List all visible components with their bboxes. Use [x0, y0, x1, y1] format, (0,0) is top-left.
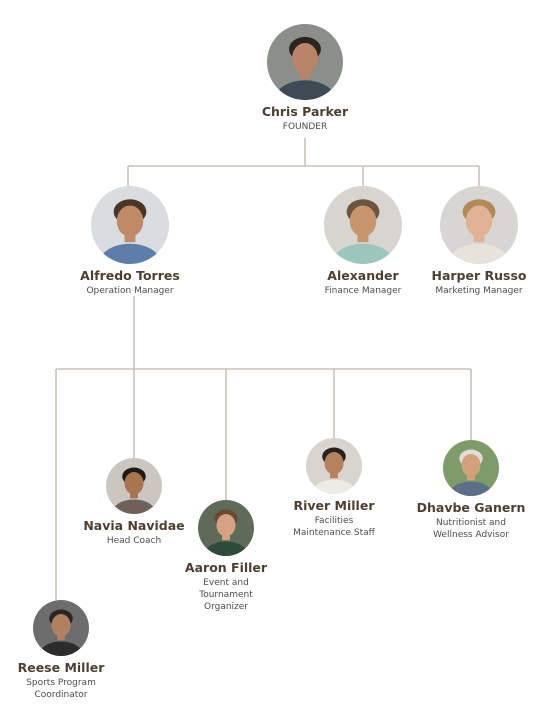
manager-name: Alexander: [327, 268, 399, 283]
org-node-river-miller[interactable]: River Miller Facilities Maintenance Staf…: [259, 438, 409, 539]
founder-name: Chris Parker: [261, 104, 349, 119]
org-node-navia-navidae[interactable]: Navia Navidae Head Coach: [59, 458, 209, 547]
navia-navidae-photo-icon: [106, 458, 162, 514]
connector-operations-to-staff: [55, 296, 472, 600]
manager-role: Finance Manager: [324, 286, 402, 296]
staff-name: Reese Miller: [17, 660, 105, 675]
org-node-marketing-manager[interactable]: Harper Russo Marketing Manager: [404, 186, 541, 297]
dhavbe-ganern-photo-icon: [443, 440, 499, 496]
river-miller-photo-icon: [306, 438, 362, 494]
staff-role: Nutritionist and Wellness Advisor: [433, 518, 509, 540]
staff-name: River Miller: [293, 498, 375, 513]
harper-russo-photo-icon: [440, 186, 518, 264]
staff-name: Navia Navidae: [83, 518, 185, 533]
connector-founder-to-managers: [127, 138, 480, 186]
aaron-filler-photo-icon: [198, 500, 254, 556]
org-node-dhavbe-ganern[interactable]: Dhavbe Ganern Nutritionist and Wellness …: [396, 440, 541, 541]
alexander-photo-icon: [324, 186, 402, 264]
manager-role: Operation Manager: [86, 286, 174, 296]
founder-role: FOUNDER: [282, 122, 328, 132]
manager-name: Harper Russo: [431, 268, 527, 283]
org-node-finance-manager[interactable]: Alexander Finance Manager: [288, 186, 438, 297]
staff-name: Aaron Filler: [184, 560, 268, 575]
org-node-reese-miller[interactable]: Reese Miller Sports Program Coordinator: [0, 600, 136, 701]
manager-name: Alfredo Torres: [80, 268, 180, 283]
org-node-aaron-filler[interactable]: Aaron Filler Event and Tournament Organi…: [151, 500, 301, 613]
staff-name: Dhavbe Ganern: [416, 500, 526, 515]
staff-role: Facilities Maintenance Staff: [293, 516, 375, 538]
reese-miller-photo-icon: [33, 600, 89, 656]
staff-role: Event and Tournament Organizer: [199, 578, 253, 612]
org-node-founder[interactable]: Chris Parker FOUNDER: [230, 24, 380, 133]
founder-photo-icon: [267, 24, 343, 100]
manager-role: Marketing Manager: [435, 286, 523, 296]
staff-role: Sports Program Coordinator: [26, 678, 96, 700]
alfredo-torres-photo-icon: [91, 186, 169, 264]
org-node-operation-manager[interactable]: Alfredo Torres Operation Manager: [55, 186, 205, 297]
staff-role: Head Coach: [106, 536, 162, 546]
